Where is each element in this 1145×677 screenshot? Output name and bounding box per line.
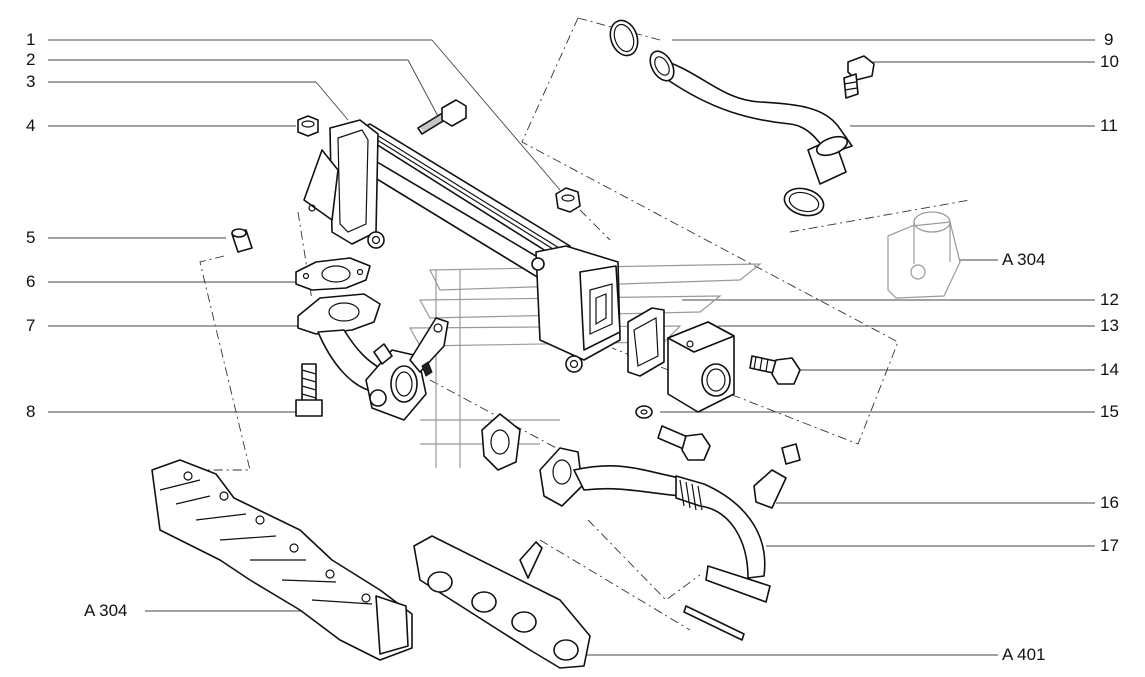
callout-12: 12 xyxy=(1100,290,1119,309)
callout-14: 14 xyxy=(1100,360,1119,379)
reference-a304-top: A 304 xyxy=(1002,250,1046,269)
callout-7: 7 xyxy=(26,316,36,335)
egr-pipe-inlet xyxy=(297,293,449,421)
o-ring-upper xyxy=(609,19,639,57)
bolt-pipe xyxy=(843,55,875,99)
sensor-fitting xyxy=(753,443,801,509)
callout-1: 1 xyxy=(26,30,36,49)
bolt-upper xyxy=(417,99,467,135)
gasket-upper xyxy=(295,257,371,291)
callout-11: 11 xyxy=(1100,116,1118,135)
callout-10: 10 xyxy=(1100,52,1119,71)
egr-cooler xyxy=(303,119,621,373)
exhaust-manifold xyxy=(413,535,591,669)
callout-15: 15 xyxy=(1100,402,1119,421)
callout-8: 8 xyxy=(26,402,36,421)
reference-a401: A 401 xyxy=(1002,645,1046,664)
callout-5: 5 xyxy=(26,228,36,247)
assembly-dash-lines xyxy=(199,17,971,631)
nut xyxy=(297,115,319,137)
intake-manifold xyxy=(151,459,413,661)
callout-16: 16 xyxy=(1100,493,1119,512)
callout-17: 17 xyxy=(1100,536,1119,555)
washer-bolt xyxy=(635,405,711,461)
bolt-valve xyxy=(749,355,801,385)
callout-2: 2 xyxy=(26,50,36,69)
callout-9: 9 xyxy=(1104,30,1114,49)
egr-transfer-pipe xyxy=(539,447,771,641)
leader-lines xyxy=(48,39,1095,656)
gasket-rect xyxy=(627,307,665,377)
egr-valve-housing xyxy=(667,321,735,413)
coolant-pipe xyxy=(649,50,853,185)
callout-6: 6 xyxy=(26,272,36,291)
bolt-lower xyxy=(295,363,323,417)
reference-a304-bottom: A 304 xyxy=(84,601,128,620)
nut-center xyxy=(555,187,581,213)
callout-4: 4 xyxy=(26,116,36,135)
callout-13: 13 xyxy=(1100,316,1119,335)
thermostat-housing-inset xyxy=(887,211,961,299)
gasket-lower xyxy=(481,413,521,471)
callout-3: 3 xyxy=(26,72,36,91)
spacer xyxy=(231,228,253,253)
o-ring-lower xyxy=(783,187,825,217)
